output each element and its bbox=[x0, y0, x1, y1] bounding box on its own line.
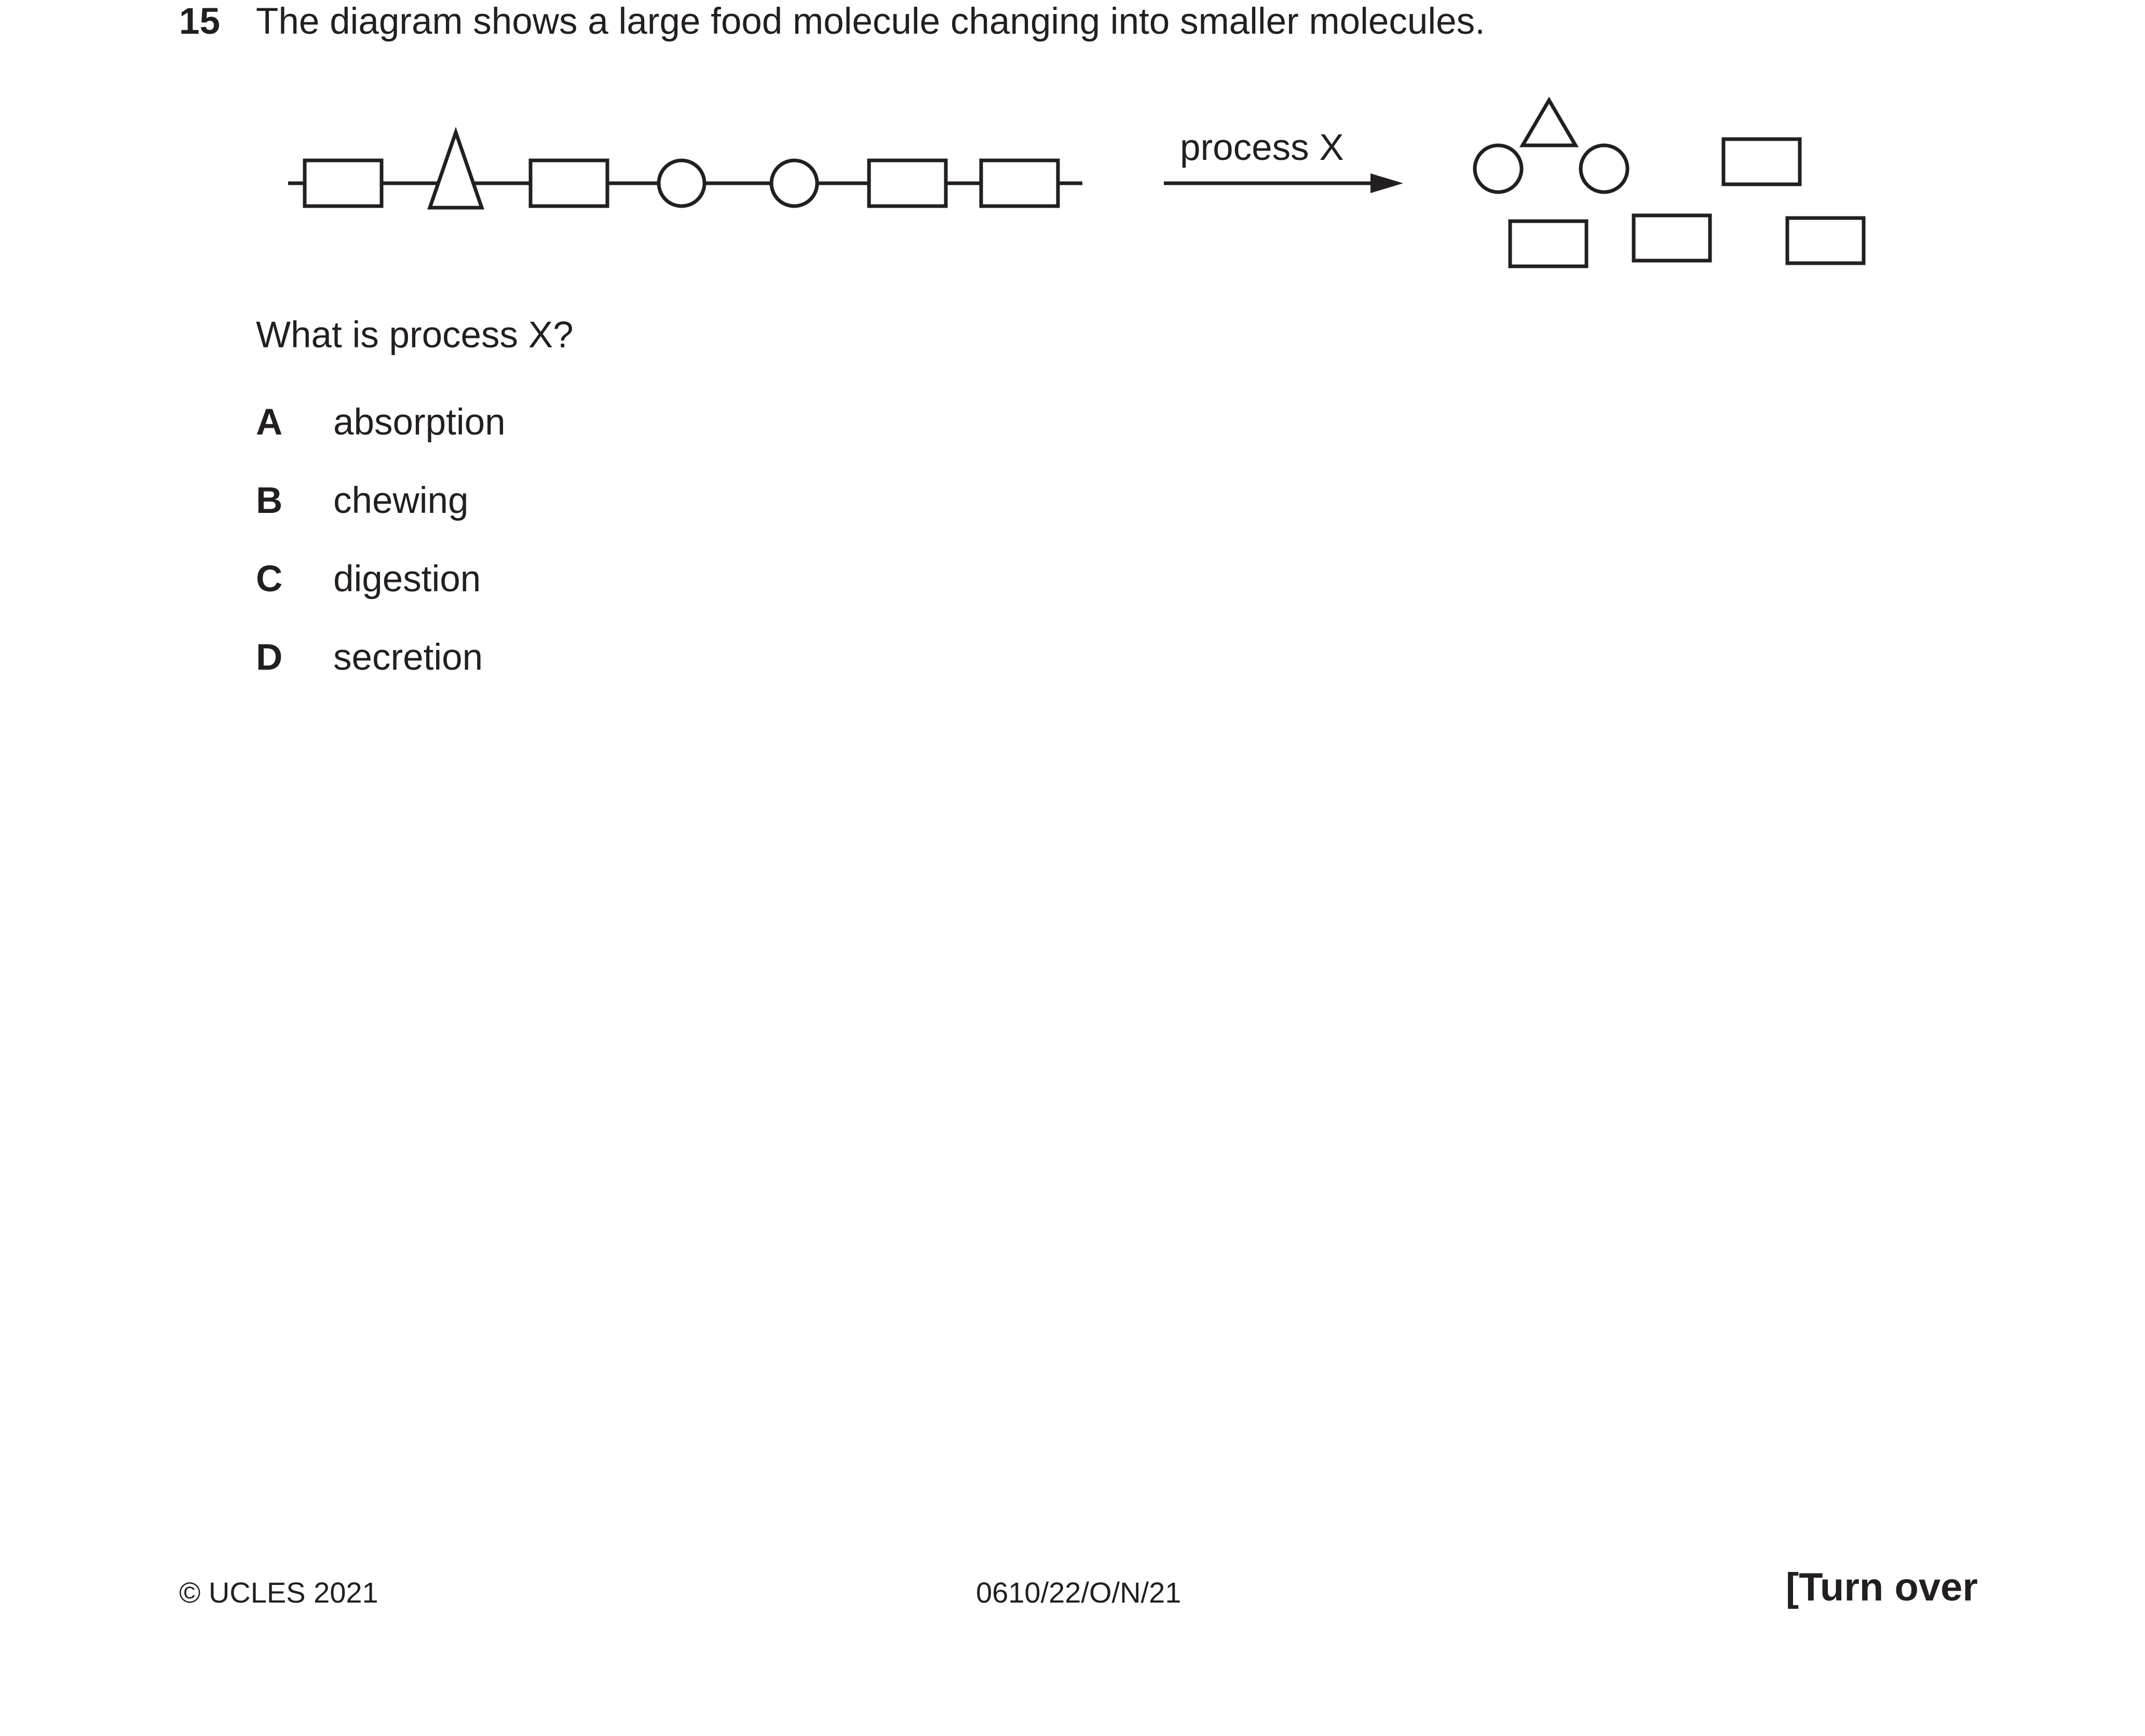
footer-copyright: © UCLES 2021 bbox=[179, 1576, 378, 1609]
small-rectangle-molecule bbox=[1632, 213, 1712, 263]
chain-rectangle-unit bbox=[867, 158, 948, 208]
option-c-letter: C bbox=[256, 559, 283, 600]
footer-paper-code: 0610/22/O/N/21 bbox=[976, 1576, 1182, 1609]
process-x-label: process X bbox=[1180, 127, 1344, 168]
question-number: 15 bbox=[179, 1, 220, 42]
chain-rectangle-unit bbox=[979, 158, 1060, 208]
small-circle-molecule bbox=[1579, 143, 1630, 194]
chain-circle-unit bbox=[769, 158, 819, 208]
footer-turn-over: [Turn over bbox=[1785, 1565, 1978, 1609]
small-rectangle-molecule bbox=[1721, 137, 1802, 186]
small-circle-molecule bbox=[1473, 143, 1524, 194]
option-a-letter: A bbox=[256, 402, 283, 443]
question-text: The diagram shows a large food molecule … bbox=[256, 1, 1485, 42]
small-rectangle-molecule bbox=[1508, 219, 1589, 268]
option-d-text: secretion bbox=[333, 637, 483, 678]
chain-circle-unit bbox=[657, 158, 707, 208]
option-c-text: digestion bbox=[333, 559, 481, 600]
option-b-letter: B bbox=[256, 480, 283, 521]
small-rectangle-molecule bbox=[1785, 216, 1866, 265]
option-d-letter: D bbox=[256, 637, 283, 678]
option-b-text: chewing bbox=[333, 480, 469, 521]
chain-triangle-unit bbox=[427, 127, 484, 210]
option-a-text: absorption bbox=[333, 402, 506, 443]
chain-rectangle-unit bbox=[528, 158, 609, 208]
process-arrow-head bbox=[1370, 173, 1403, 193]
small-triangle-molecule bbox=[1519, 97, 1579, 147]
molecule-diagram: process X bbox=[288, 97, 1866, 268]
question-prompt: What is process X? bbox=[256, 315, 574, 356]
chain-rectangle-unit bbox=[303, 158, 384, 208]
